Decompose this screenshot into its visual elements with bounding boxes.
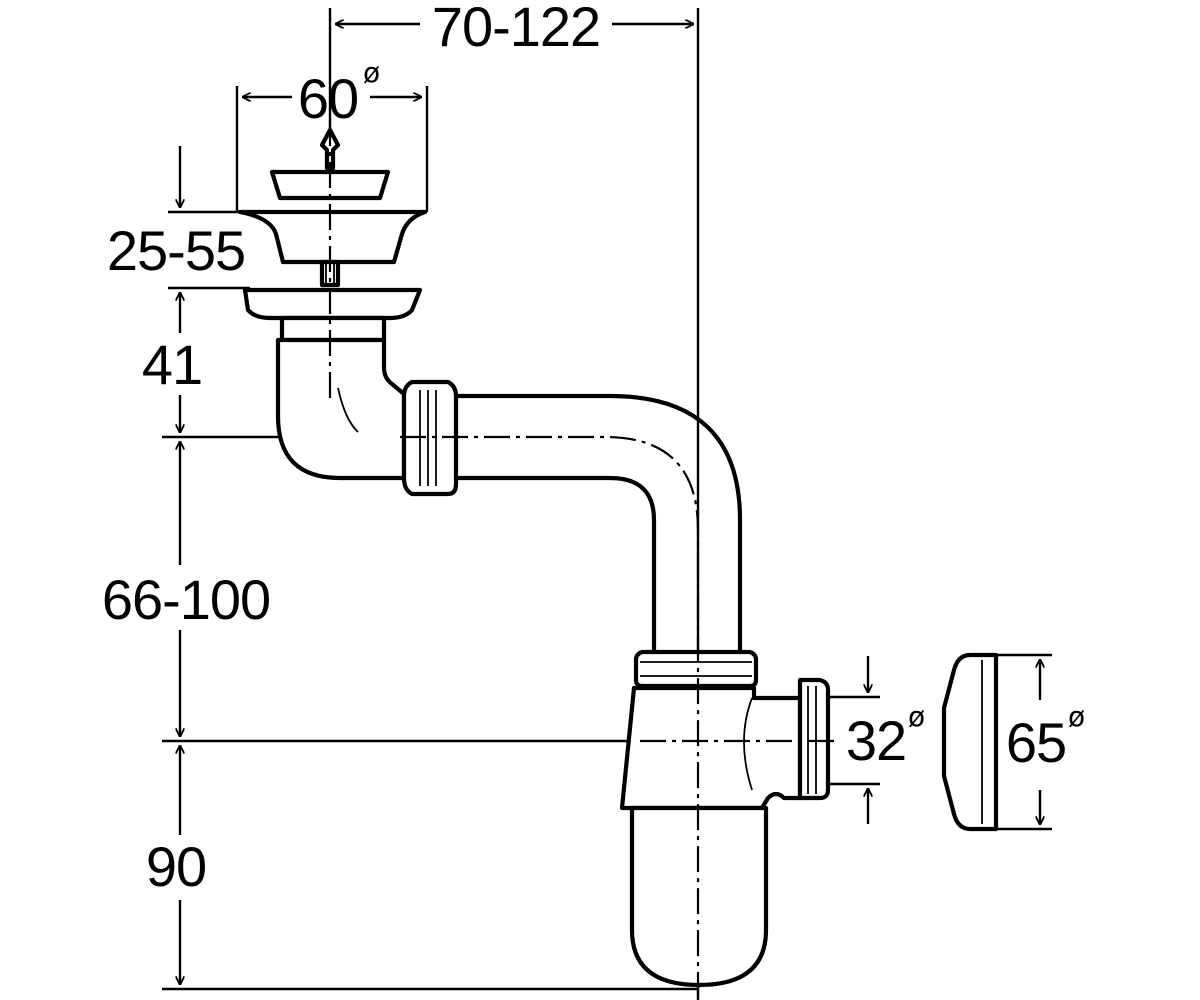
dim-plug-height: 25-55 xyxy=(107,219,245,282)
dim-pipe-drop: 66-100 xyxy=(102,568,270,631)
diameter-symbol-60: ø xyxy=(363,56,380,89)
wall-rosette xyxy=(941,652,999,832)
trap-nut xyxy=(633,649,759,689)
diameter-symbol-32: ø xyxy=(908,700,925,733)
connection-pipe xyxy=(453,393,743,653)
dim-outlet-diameter: 32 xyxy=(846,709,906,772)
outlet-nut xyxy=(797,677,831,801)
dim-trap-depth: 90 xyxy=(146,835,206,898)
diameter-symbol-65: ø xyxy=(1068,700,1085,733)
slip-nut-upper xyxy=(401,379,459,497)
elbow-pipe xyxy=(275,337,407,481)
dimension-lines xyxy=(162,8,1052,1000)
waste-outlet-flange xyxy=(242,287,423,343)
dim-strainer-diameter: 60 xyxy=(298,67,358,130)
strainer-plug xyxy=(237,127,428,288)
dim-rosette-diameter: 65 xyxy=(1006,711,1066,774)
bottle-trap-body xyxy=(619,685,803,811)
dim-horizontal-offset: 70-122 xyxy=(432,0,600,58)
center-lines xyxy=(328,120,840,1000)
dim-outlet-height: 41 xyxy=(142,333,202,396)
